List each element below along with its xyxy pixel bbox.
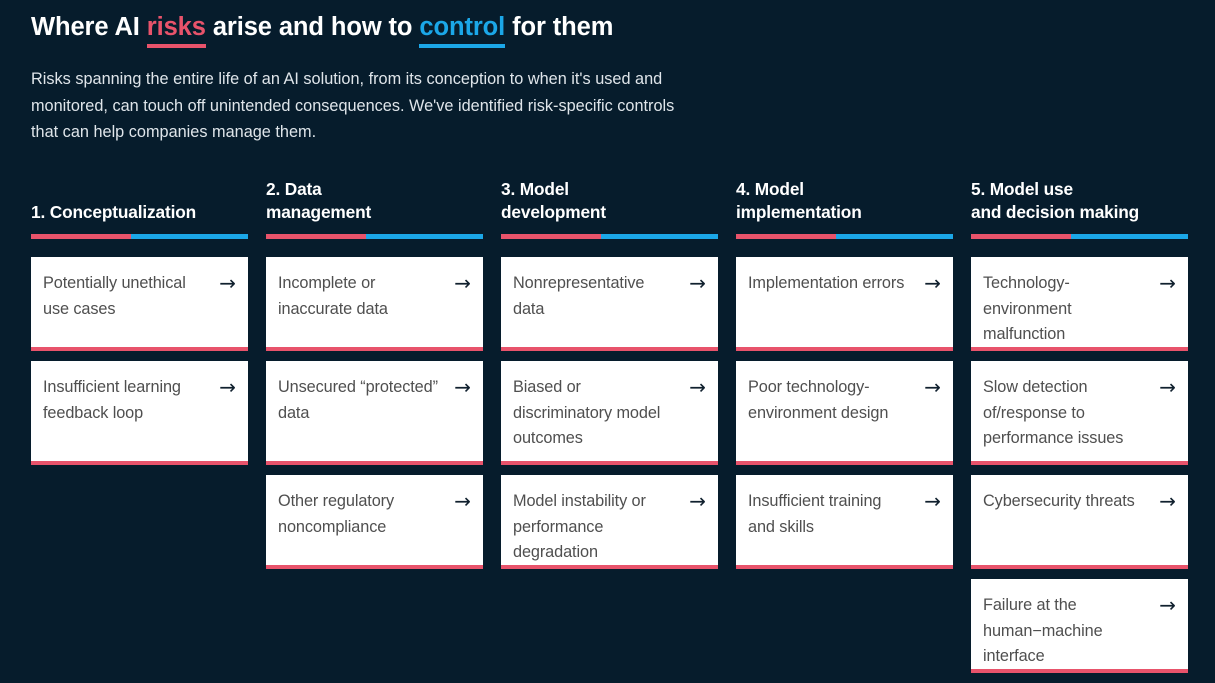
risk-card[interactable]: Poor technology-environment design → bbox=[736, 361, 953, 465]
risk-card[interactable]: Failure at the human−machine interface → bbox=[971, 579, 1188, 673]
risk-card[interactable]: Insufficient training and skills → bbox=[736, 475, 953, 569]
rule-segment-blue bbox=[1070, 234, 1188, 239]
risk-card-label: Technology-environment malfunction bbox=[983, 274, 1072, 343]
risk-column-heading: 5. Model use and decision making bbox=[971, 166, 1188, 224]
risk-card-label: Poor technology-environment design bbox=[748, 378, 889, 422]
risk-column-rule bbox=[31, 234, 248, 239]
risk-column-heading: 4. Model implementation bbox=[736, 166, 953, 224]
page-title-highlight-control: control bbox=[419, 11, 505, 48]
arrow-right-icon[interactable]: → bbox=[689, 375, 706, 399]
arrow-right-icon[interactable]: → bbox=[689, 489, 706, 513]
arrow-right-icon[interactable]: → bbox=[454, 489, 471, 513]
risk-card[interactable]: Insufficient learning feedback loop → bbox=[31, 361, 248, 465]
risk-column-heading-label: 3. Model development bbox=[501, 179, 606, 222]
arrow-right-icon[interactable]: → bbox=[1159, 271, 1176, 295]
arrow-right-icon[interactable]: → bbox=[1159, 489, 1176, 513]
page-title-mid: arise and how to bbox=[205, 13, 420, 41]
arrow-right-icon[interactable]: → bbox=[1159, 375, 1176, 399]
rule-segment-red bbox=[266, 234, 366, 239]
risk-card[interactable]: Other regulatory noncompliance → bbox=[266, 475, 483, 569]
risk-card-label: Implementation errors bbox=[748, 274, 905, 292]
risk-column-rule bbox=[736, 234, 953, 239]
rule-segment-red bbox=[31, 234, 131, 239]
risk-card-label: Other regulatory noncompliance bbox=[278, 492, 395, 536]
risk-card[interactable]: Potentially unethical use cases → bbox=[31, 257, 248, 351]
risk-card[interactable]: Incomplete or inaccurate data → bbox=[266, 257, 483, 351]
rule-segment-red bbox=[501, 234, 601, 239]
arrow-right-icon[interactable]: → bbox=[454, 375, 471, 399]
risk-column-heading-label: 2. Data management bbox=[266, 179, 372, 222]
risk-card-label: Slow detection of/response to performanc… bbox=[983, 378, 1124, 447]
risk-card-label: Unsecured “protected” data bbox=[278, 378, 438, 422]
arrow-right-icon[interactable]: → bbox=[1159, 593, 1176, 617]
risk-card-label: Failure at the human−machine interface bbox=[983, 596, 1103, 665]
risk-column-rule bbox=[501, 234, 718, 239]
risk-card[interactable]: Unsecured “protected” data → bbox=[266, 361, 483, 465]
risk-card-list: Technology-environment malfunction → Slow … bbox=[971, 257, 1188, 673]
risk-card[interactable]: Implementation errors → bbox=[736, 257, 953, 351]
rule-segment-red bbox=[971, 234, 1071, 239]
arrow-right-icon[interactable]: → bbox=[454, 271, 471, 295]
page-subtitle: Risks spanning the entire life of an AI … bbox=[31, 70, 675, 141]
page-title-pre: Where AI bbox=[31, 13, 147, 41]
risk-column-rule bbox=[971, 234, 1188, 239]
arrow-right-icon[interactable]: → bbox=[924, 489, 941, 513]
risk-card-label: Incomplete or inaccurate data bbox=[278, 274, 388, 318]
risk-card[interactable]: Biased or discriminatory model outcomes → bbox=[501, 361, 718, 465]
risk-card[interactable]: Model instability or performance degrada… bbox=[501, 475, 718, 569]
risk-card-list: Potentially unethical use cases→Insuffic… bbox=[31, 257, 248, 465]
arrow-right-icon[interactable]: → bbox=[219, 271, 236, 295]
page-title-highlight-risks: risks bbox=[146, 11, 206, 48]
risk-column-heading: 3. Model development bbox=[501, 166, 718, 224]
arrow-right-icon[interactable]: → bbox=[924, 271, 941, 295]
header: Where AI risks arise and how to control … bbox=[31, 0, 1215, 146]
risk-column-heading-label: 5. Model use and decision making bbox=[971, 179, 1140, 222]
risk-column-rule bbox=[266, 234, 483, 239]
arrow-right-icon[interactable]: → bbox=[924, 375, 941, 399]
risk-card-label: Model instability or performance degrada… bbox=[513, 492, 646, 561]
arrow-right-icon[interactable]: → bbox=[689, 271, 706, 295]
risk-card-label: Potentially unethical use cases bbox=[43, 274, 186, 318]
risk-column-heading: 2. Data management bbox=[266, 166, 483, 224]
rule-segment-blue bbox=[365, 234, 483, 239]
risk-card[interactable]: Slow detection of/response to performanc… bbox=[971, 361, 1188, 465]
rule-segment-red bbox=[736, 234, 836, 239]
rule-segment-blue bbox=[600, 234, 718, 239]
page-title-post: for them bbox=[505, 13, 614, 41]
risk-card-label: Insufficient learning feedback loop bbox=[43, 378, 181, 422]
risk-card-list: Incomplete or inaccurate data→Unsecured … bbox=[266, 257, 483, 569]
risk-card-list: Implementation errors→Poor technology-en… bbox=[736, 257, 953, 569]
risk-card-label: Insufficient training and skills bbox=[748, 492, 882, 536]
risk-card[interactable]: Nonrepresentative data → bbox=[501, 257, 718, 351]
risk-card[interactable]: Cybersecurity threats → bbox=[971, 475, 1188, 569]
risk-card-label: Nonrepresentative data bbox=[513, 274, 645, 318]
risk-column-heading: 1. Conceptualization bbox=[31, 166, 248, 224]
risk-column-heading-label: 4. Model implementation bbox=[736, 179, 862, 222]
risk-card-label: Biased or discriminatory model outcomes bbox=[513, 378, 661, 447]
arrow-right-icon[interactable]: → bbox=[219, 375, 236, 399]
risk-card[interactable]: Technology-environment malfunction → bbox=[971, 257, 1188, 351]
risk-card-label: Cybersecurity threats bbox=[983, 492, 1135, 510]
risk-column-heading-label: 1. Conceptualization bbox=[31, 202, 197, 222]
page-title: Where AI risks arise and how to control … bbox=[31, 11, 1215, 48]
rule-segment-blue bbox=[835, 234, 953, 239]
risk-card-list: Nonrepresentative data→Biased or discrim… bbox=[501, 257, 718, 569]
rule-segment-blue bbox=[130, 234, 248, 239]
